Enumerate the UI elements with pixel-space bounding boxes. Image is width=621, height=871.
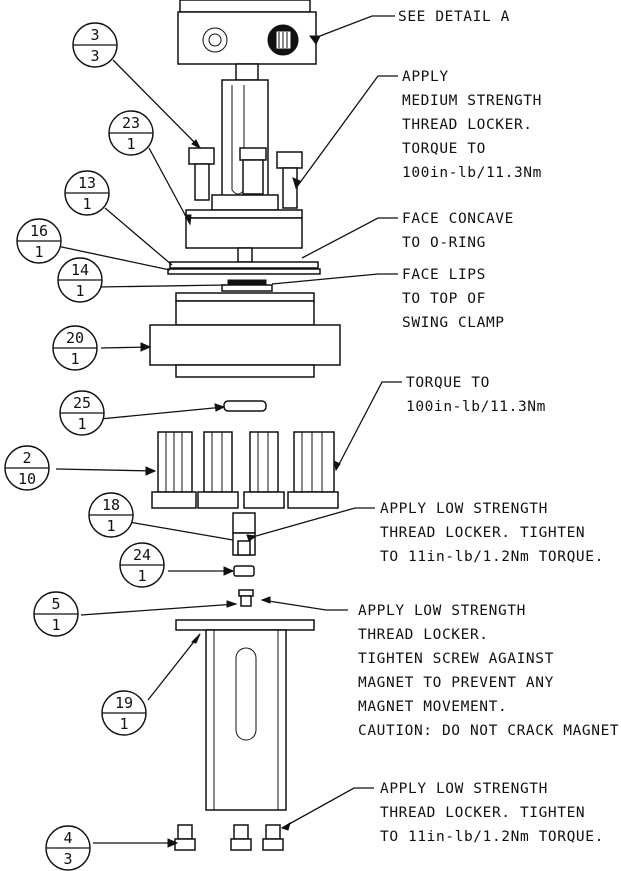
balloon-item-number: 25 (73, 394, 91, 412)
note-torque: TORQUE TO 100in-lb/11.3Nm (406, 375, 546, 415)
magnet-24 (233, 565, 255, 577)
leader-lines (55, 15, 402, 844)
balloon-item-19: 191 (101, 690, 147, 736)
balloon-item-number: 16 (30, 222, 48, 240)
stop-18 (232, 512, 256, 556)
balloon-item-number: 19 (115, 694, 133, 712)
balloon-item-13: 131 (64, 170, 110, 216)
balloon-item-number: 23 (122, 114, 140, 132)
balloon-item-number: 5 (51, 595, 60, 613)
balloon-item-number: 24 (133, 546, 151, 564)
balloon-quantity: 1 (106, 517, 115, 535)
balloon-item-number: 2 (22, 449, 31, 467)
pins-2 (151, 431, 339, 509)
clamp-body (177, 0, 317, 81)
balloon-quantity: 1 (82, 195, 91, 213)
note-low-strength-1: APPLY LOW STRENGTH THREAD LOCKER. TIGHTE… (380, 501, 604, 565)
balloon-quantity: 1 (119, 715, 128, 733)
balloon-item-number: 3 (90, 26, 99, 44)
balloon-item-number: 18 (102, 496, 120, 514)
balloon-quantity: 1 (70, 350, 79, 368)
balloon-item-number: 4 (63, 829, 72, 847)
spacer-pin (237, 247, 253, 263)
balloon-quantity: 1 (77, 415, 86, 433)
leader-arrowheads (140, 35, 341, 848)
note-see-detail: SEE DETAIL A (398, 9, 510, 25)
balloon-item-25: 251 (59, 390, 105, 436)
balloon-item-5: 51 (33, 591, 79, 637)
balloon-item-number: 20 (66, 329, 84, 347)
balloon-item-16: 161 (16, 218, 62, 264)
balloon-quantity: 10 (18, 470, 36, 488)
pin-25 (223, 400, 267, 412)
housing-19 (175, 619, 315, 811)
screws-4 (174, 824, 284, 851)
balloon-item-20: 201 (52, 325, 98, 371)
plate-13 (169, 261, 319, 269)
piston-rod (185, 79, 303, 249)
balloon-item-4: 43 (45, 825, 91, 871)
balloon-item-2: 210 (4, 445, 50, 491)
balloon-item-number: 13 (78, 174, 96, 192)
balloon-quantity: 1 (75, 282, 84, 300)
note-medium-thread-locker: APPLY MEDIUM STRENGTH THREAD LOCKER. TOR… (402, 69, 551, 181)
pin-group-4 (287, 431, 339, 509)
note-face-lips: FACE LIPS TO TOP OF SWING CLAMP (402, 267, 505, 331)
screw-5 (238, 589, 254, 607)
o-ring-16 (167, 268, 321, 275)
pin-group-1 (151, 431, 197, 509)
balloon-quantity: 3 (90, 47, 99, 65)
balloon-quantity: 3 (63, 850, 72, 868)
balloon-item-14: 141 (57, 257, 103, 303)
balloon-item-18: 181 (88, 492, 134, 538)
balloon-quantity: 1 (137, 567, 146, 585)
pin-group-3 (243, 431, 285, 509)
balloon-item-23: 231 (108, 110, 154, 156)
balloon-item-24: 241 (119, 542, 165, 588)
note-face-concave: FACE CONCAVE TO O-RING (402, 211, 523, 251)
swing-clamp-20 (149, 292, 341, 378)
pin-group-2 (197, 431, 239, 509)
balloon-item-number: 14 (71, 261, 89, 279)
balloon-quantity: 1 (51, 616, 60, 634)
balloon-quantity: 1 (34, 243, 43, 261)
balloon-item-3: 33 (72, 22, 118, 68)
note-low-strength-2: APPLY LOW STRENGTH THREAD LOCKER. TIGHTE… (380, 781, 604, 845)
seal-14 (221, 279, 273, 292)
socket-screw-left (188, 147, 215, 201)
note-low-strength-magnet: APPLY LOW STRENGTH THREAD LOCKER. TIGHTE… (358, 603, 619, 739)
balloon-quantity: 1 (126, 135, 135, 153)
